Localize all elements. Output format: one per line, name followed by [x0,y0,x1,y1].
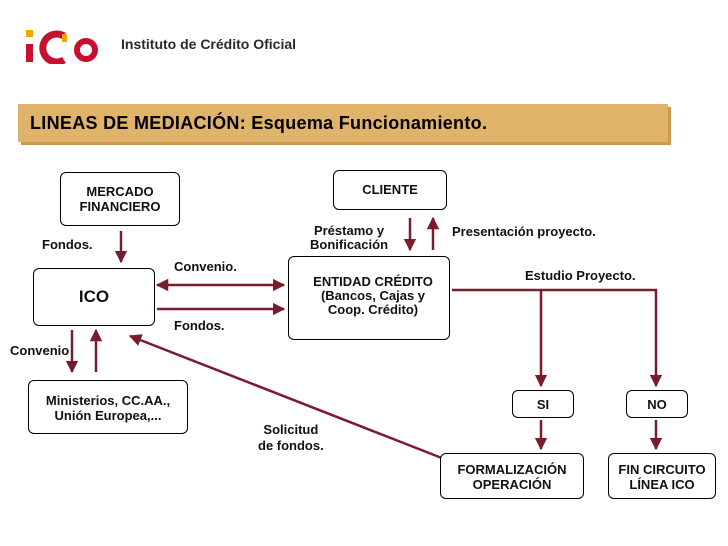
node-ico: ICO [33,268,155,326]
ico-logo [26,30,98,64]
node-no: NO [626,390,688,418]
label-convenio-top: Convenio. [174,259,237,274]
label-presentacion: Presentación proyecto. [452,224,596,239]
arrow-entidad-si [452,288,548,388]
page-title: LINEAS DE MEDIACIÓN: Esquema Funcionamie… [30,113,488,133]
label-estudio: Estudio Proyecto. [525,268,636,283]
node-formalizacion: FORMALIZACIÓN OPERACIÓN [440,453,584,499]
node-cliente: CLIENTE [333,170,447,210]
brand-name: Instituto de Crédito Oficial [121,36,297,52]
node-fin-circuito: FIN CIRCUITO LÍNEA ICO [608,453,716,499]
label-fondos-left: Fondos. [42,237,93,252]
arrow-solicitud [128,334,453,464]
node-mercado-financiero: MERCADO FINANCIERO [60,172,180,226]
arrow-entidad-no [541,288,663,388]
label-convenio-left: Convenio [10,343,70,358]
node-si: SI [512,390,574,418]
node-ministerios: Ministerios, CC.AA., Unión Europea,... [28,380,188,434]
label-fondos-mid: Fondos. [174,318,225,333]
label-prestamo-bonificacion: Préstamo y Bonificación [310,223,389,252]
label-solicitud: Solicitud de fondos. [258,422,324,453]
node-entidad-credito: ENTIDAD CRÉDITO (Bancos, Cajas y Coop. C… [288,256,450,340]
title-bar: LINEAS DE MEDIACIÓN: Esquema Funcionamie… [18,104,668,142]
